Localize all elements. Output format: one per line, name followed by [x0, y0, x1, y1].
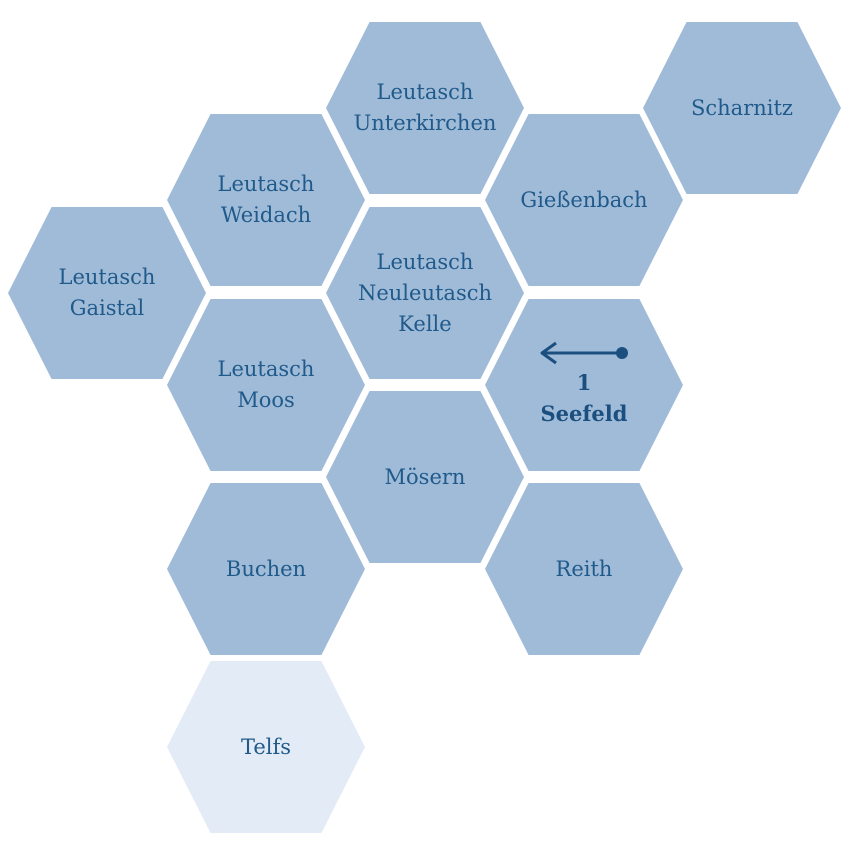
arrow-left-icon	[540, 341, 628, 365]
hex-label: Leutasch Neuleutasch Kelle	[357, 249, 493, 336]
hex-tile-leutasch-neuleutasch-kelle[interactable]: Leutasch Neuleutasch Kelle	[326, 207, 524, 379]
hex-label: Gießenbach	[520, 187, 648, 212]
hex-tile-leutasch-gaistal[interactable]: Leutasch Gaistal	[8, 207, 206, 379]
hex-tile-scharnitz[interactable]: Scharnitz	[643, 22, 841, 194]
hex-label: Leutasch Gaistal	[58, 265, 156, 320]
hex-label: Scharnitz	[691, 95, 793, 120]
hex-tile-moesern[interactable]: Mösern	[326, 391, 524, 563]
hex-tile-reith[interactable]: Reith	[485, 483, 683, 655]
hex-tile-giessenbach[interactable]: Gießenbach	[485, 114, 683, 286]
hex-label: Mösern	[384, 464, 466, 489]
hex-tile-leutasch-weidach[interactable]: Leutasch Weidach	[167, 114, 365, 286]
hex-tile-buchen[interactable]: Buchen	[167, 483, 365, 655]
hex-label: Leutasch Moos	[217, 357, 315, 412]
hex-label: Buchen	[225, 556, 307, 581]
hex-number: 1	[576, 370, 592, 395]
hex-label: Leutasch Weidach	[217, 172, 315, 227]
hex-tile-leutasch-moos[interactable]: Leutasch Moos	[167, 299, 365, 471]
hex-label: Seefeld	[540, 401, 628, 426]
hex-tile-telfs[interactable]: Telfs	[167, 661, 365, 833]
hex-label: Reith	[555, 556, 613, 581]
hex-label: Telfs	[240, 734, 292, 759]
hex-tile-leutasch-unterkirchen[interactable]: Leutasch Unterkirchen	[326, 22, 524, 194]
hex-label: Leutasch Unterkirchen	[353, 80, 497, 135]
